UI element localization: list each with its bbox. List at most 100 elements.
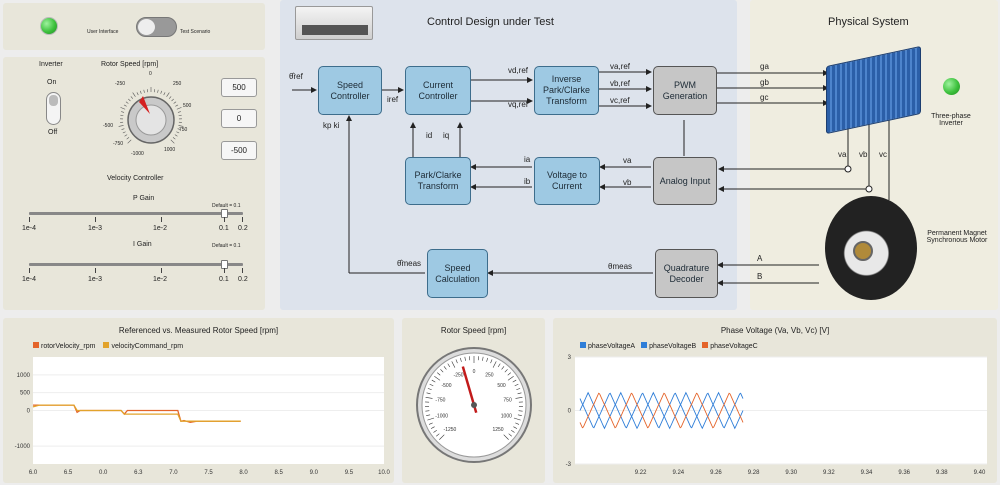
knob-tick-mark xyxy=(124,134,128,137)
knob-tick-mark xyxy=(118,125,124,127)
knob-tick-mark xyxy=(123,104,127,107)
knob-tick-mark xyxy=(130,96,134,99)
gauge-tick-label: 500 xyxy=(497,383,506,389)
gauge-tick xyxy=(501,366,505,370)
gauge-tick-label: 1250 xyxy=(492,427,503,433)
speed-xtick-label: 6.5 xyxy=(64,470,73,476)
gauge-tick xyxy=(460,357,462,362)
gauge-tick xyxy=(430,426,435,429)
knob-tick-m1000: -1000 xyxy=(131,151,144,157)
gauge-tick xyxy=(507,375,514,381)
knob-tick-mark xyxy=(160,90,163,94)
current-controller-block[interactable]: Current Controller xyxy=(405,66,471,115)
sig-phys-vc: vc xyxy=(879,150,887,159)
legend-rotor-velocity: rotorVelocity_rpm xyxy=(33,342,95,350)
inverter-toggle[interactable] xyxy=(46,92,61,125)
voltage-to-current-block[interactable]: Voltage to Current xyxy=(534,157,600,205)
speed-xtick-label: 7.0 xyxy=(169,470,178,476)
sig-va-ref: va,ref xyxy=(610,62,631,71)
gauge-tick xyxy=(517,392,522,395)
voltage-ytick-label: 3 xyxy=(568,355,572,361)
gauge-tick-label: 750 xyxy=(503,398,512,404)
knob-tick-750: 750 xyxy=(179,127,188,133)
gauge-tick xyxy=(436,433,440,437)
speed-xtick-label: 9.0 xyxy=(310,470,319,476)
gauge-tick xyxy=(490,359,493,364)
pwm-generation-block[interactable]: PWM Generation xyxy=(653,66,717,115)
sig-theta-ref: θ̂ref xyxy=(289,72,303,81)
sig-ia: ia xyxy=(524,155,531,164)
voltage-xtick-label: 9.34 xyxy=(861,470,873,476)
sig-vc-ref: vc,ref xyxy=(610,96,630,105)
i-tick-1e-4: 1e-4 xyxy=(22,276,37,283)
voltage-legend: phaseVoltageA phaseVoltageB phaseVoltage… xyxy=(580,342,758,350)
preset-0-button[interactable]: 0 xyxy=(221,109,257,128)
gauge-tick xyxy=(437,372,441,376)
voltage-ytick-label: -3 xyxy=(566,462,572,468)
gauge-tick xyxy=(486,357,488,362)
velocity-controller-label: Velocity Controller xyxy=(107,175,164,182)
knob-tick-mark xyxy=(176,107,182,110)
quadrature-decoder-block[interactable]: Quadrature Decoder xyxy=(655,249,718,298)
on-label: On xyxy=(47,79,57,86)
motor-image xyxy=(825,196,917,300)
knob-tick-mark xyxy=(177,111,181,113)
voltage-xtick-label: 9.26 xyxy=(710,470,722,476)
gauge-tick xyxy=(482,356,484,361)
inverter-led xyxy=(943,78,960,95)
gauge-tick xyxy=(516,388,521,391)
voltage-chart-title: Phase Voltage (Va, Vb, Vc) [V] xyxy=(720,326,830,335)
i-tick-1e-2: 1e-2 xyxy=(153,276,168,283)
gauge-tick xyxy=(515,422,520,425)
knob-tick-m250: -250 xyxy=(115,81,126,87)
knob-tick-mark xyxy=(175,104,179,107)
knob-tick-mark xyxy=(177,128,181,130)
gauge-tick-label: 1000 xyxy=(501,414,512,420)
knob-tick-mark xyxy=(121,111,125,113)
inverter-caption: Three-phase Inverter xyxy=(931,113,971,127)
knob-tick-mark xyxy=(173,101,177,104)
park-clarke-block[interactable]: Park/Clarke Transform xyxy=(405,157,471,205)
mode-toggle-switch[interactable] xyxy=(136,17,177,37)
sig-iref: iref xyxy=(387,95,399,104)
sig-gb: gb xyxy=(760,78,769,87)
sig-vd-ref: vd,ref xyxy=(508,66,529,75)
knob-tick-m500: -500 xyxy=(103,123,114,129)
voltage-xtick-label: 9.30 xyxy=(785,470,797,476)
gauge-tick xyxy=(518,410,523,412)
controls-panel: Inverter On Off Rotor Speed [rpm] 0 250 … xyxy=(3,57,265,310)
gauge-tick xyxy=(443,366,447,370)
gauge-title: Rotor Speed [rpm] xyxy=(440,326,507,335)
i-gain-label: I Gain xyxy=(133,241,152,248)
preset-minus500-button[interactable]: -500 xyxy=(221,141,257,160)
inverse-park-clarke-block[interactable]: Inverse Park/Clarke Transform xyxy=(534,66,599,115)
knob-tick-mark xyxy=(139,90,142,94)
knob-tick-mark xyxy=(172,137,176,140)
knob-tick-mark xyxy=(143,89,145,93)
analog-input-block[interactable]: Analog Input xyxy=(653,157,717,205)
sig-B: B xyxy=(757,272,763,281)
preset-500-button[interactable]: 500 xyxy=(221,78,257,97)
speed-series-line xyxy=(32,404,241,422)
gauge-hub xyxy=(471,402,477,408)
speed-ytick-label: 0 xyxy=(27,409,31,415)
gauge-tick xyxy=(512,379,517,383)
knob-tick-mark xyxy=(136,92,139,96)
legend-phase-b: phaseVoltageB xyxy=(641,342,696,350)
gauge-tick-label: -500 xyxy=(441,383,451,389)
knob-tick-mark xyxy=(176,131,180,134)
speed-xtick-label: 10.0 xyxy=(378,470,390,476)
sig-vb-ref: vb,ref xyxy=(610,79,631,88)
i-gain-slider[interactable] xyxy=(29,263,243,266)
p-gain-slider[interactable] xyxy=(29,212,243,215)
gauge-tick xyxy=(511,430,515,433)
rotor-speed-knob[interactable] xyxy=(96,72,206,164)
speed-legend: rotorVelocity_rpm velocityCommand_rpm xyxy=(33,342,183,350)
gauge-tick xyxy=(431,379,436,383)
speed-controller-block[interactable]: Speed Controller xyxy=(318,66,382,115)
voltage-xtick-label: 9.38 xyxy=(936,470,948,476)
knob-tick-250: 250 xyxy=(173,81,182,87)
gauge-tick xyxy=(433,430,437,433)
speed-calculation-block[interactable]: Speed Calculation xyxy=(427,249,488,298)
hardware-image xyxy=(295,6,373,40)
